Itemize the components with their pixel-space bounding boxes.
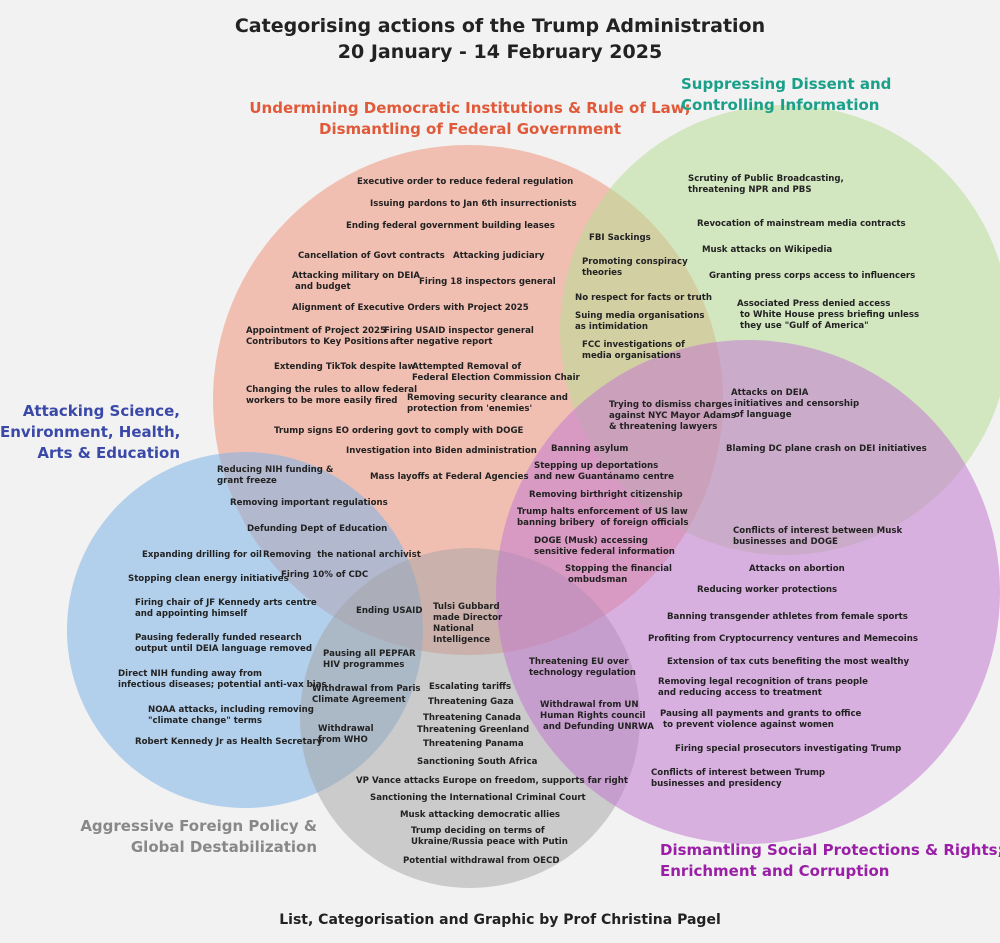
action-item: DOGE (Musk) accessing sensitive federal … — [534, 536, 675, 557]
action-item: FBI Sackings — [589, 233, 651, 243]
action-item: Removing security clearance and protecti… — [407, 393, 568, 414]
diagram-subtitle: 20 January - 14 February 2025 — [337, 41, 663, 63]
action-item: Withdrawal from UN Human Rights council … — [540, 700, 654, 732]
action-item: Revocation of mainstream media contracts — [697, 219, 906, 229]
action-item: Blaming DC plane crash on DEI initiative… — [726, 444, 927, 454]
action-item: Escalating tariffs — [429, 682, 512, 692]
action-item: Mass layoffs at Federal Agencies — [370, 472, 529, 482]
action-item: Tulsi Gubbard made Director National Int… — [433, 602, 503, 645]
action-item: FCC investigations of media organisation… — [582, 340, 685, 361]
action-item: Attacking military on DEIA and budget — [292, 271, 421, 292]
action-item: Trump signs EO ordering govt to comply w… — [274, 426, 524, 436]
diagram-title: Categorising actions of the Trump Admini… — [234, 15, 766, 37]
credit-line: List, Categorisation and Graphic by Prof… — [279, 912, 721, 928]
action-item: Threatening EU over technology regulatio… — [529, 657, 636, 678]
action-item: No respect for facts or truth — [575, 293, 712, 303]
action-item: Attacking judiciary — [453, 251, 545, 261]
action-item: Stopping clean energy initiatives — [128, 574, 289, 584]
action-item: Stopping the financial ombudsman — [565, 564, 672, 585]
action-item: Threatening Gaza — [428, 697, 514, 707]
action-item: Banning asylum — [551, 444, 629, 454]
action-item: Associated Press denied access to White … — [737, 299, 920, 331]
action-item: Investigation into Biden administration — [346, 446, 537, 456]
action-item: Sanctioning the International Criminal C… — [370, 793, 586, 803]
action-item: Musk attacking democratic allies — [400, 810, 561, 820]
action-item: Alignment of Executive Orders with Proje… — [292, 303, 529, 313]
action-item: Ending USAID — [356, 606, 423, 616]
action-item: Promoting conspiracy theories — [582, 257, 688, 278]
action-item: Firing 10% of CDC — [281, 570, 369, 580]
action-item: Trump deciding on terms of Ukraine/Russi… — [411, 826, 568, 847]
action-item: Withdrawal from WHO — [318, 724, 374, 745]
action-item: Removing important regulations — [230, 498, 388, 508]
action-item: Threatening Greenland — [417, 725, 530, 735]
action-item: Extending TikTok despite law — [274, 362, 416, 372]
action-item: NOAA attacks, including removing "climat… — [148, 705, 314, 726]
action-item: Defunding Dept of Education — [247, 524, 388, 534]
action-item: VP Vance attacks Europe on freedom, supp… — [356, 776, 628, 786]
action-item: Musk attacks on Wikipedia — [702, 245, 833, 255]
action-item: Profiting from Cryptocurrency ventures a… — [648, 634, 918, 644]
action-item: Banning transgender athletes from female… — [667, 612, 908, 622]
action-item: Removing birthright citizenship — [529, 490, 683, 500]
action-item: Firing chair of JF Kennedy arts centre a… — [135, 598, 317, 619]
action-item: Attacks on abortion — [749, 564, 845, 574]
category-label-foreign: Aggressive Foreign Policy & Global Desta… — [80, 817, 317, 856]
action-item: Scrutiny of Public Broadcasting, threate… — [688, 174, 844, 195]
action-item: Granting press corps access to influence… — [709, 271, 916, 281]
action-item: Threatening Canada — [423, 713, 522, 723]
action-item: Firing special prosecutors investigating… — [675, 744, 902, 754]
circle-social — [496, 340, 1000, 844]
category-label-social: Dismantling Social Protections & Rights;… — [660, 841, 1000, 880]
action-item: Pausing all PEPFAR HIV programmes — [323, 649, 416, 670]
category-label-institutions: Undermining Democratic Institutions & Ru… — [249, 99, 691, 138]
action-item: Stepping up deportations and new Guantán… — [534, 461, 674, 482]
category-label-dissent: Suppressing Dissent and Controlling Info… — [681, 75, 892, 114]
action-item: Firing 18 inspectors general — [419, 277, 556, 287]
action-item: Attacks on DEIA initiatives and censorsh… — [731, 388, 860, 420]
action-item: Changing the rules to allow federal work… — [246, 385, 418, 406]
action-item: Extension of tax cuts benefiting the mos… — [667, 657, 910, 667]
action-item: Potential withdrawal from OECD — [403, 856, 560, 866]
action-item: Issuing pardons to Jan 6th insurrectioni… — [370, 199, 577, 209]
action-item: Trying to dismiss charges against NYC Ma… — [609, 400, 736, 432]
action-item: Attempted Removal of Federal Election Co… — [412, 362, 580, 383]
action-item: Reducing worker protections — [697, 585, 838, 595]
action-item: Conflicts of interest between Trump busi… — [651, 768, 826, 789]
action-item: Pausing federally funded research output… — [135, 633, 312, 654]
action-item: Removing the national archivist — [263, 550, 421, 560]
action-item: Direct NIH funding away from infectious … — [118, 669, 327, 690]
action-item: Robert Kennedy Jr as Health Secretary — [135, 737, 323, 747]
action-item: Removing legal recognition of trans peop… — [658, 677, 868, 698]
action-item: Sanctioning South Africa — [417, 757, 538, 767]
action-item: Appointment of Project 2025 Contributors… — [246, 326, 389, 347]
action-item: Threatening Panama — [423, 739, 524, 749]
action-item: Conflicts of interest between Musk busin… — [733, 526, 903, 547]
action-item: Executive order to reduce federal regula… — [357, 177, 574, 187]
action-item: Cancellation of Govt contracts — [298, 251, 445, 261]
action-item: Expanding drilling for oil — [142, 550, 262, 560]
action-item: Ending federal government building lease… — [346, 221, 555, 231]
action-item: Trump halts enforcement of US law bannin… — [517, 507, 689, 528]
action-item: Withdrawal from Paris Climate Agreement — [312, 684, 421, 705]
action-item: Reducing NIH funding & grant freeze — [217, 465, 334, 486]
action-item: Suing media organisations as intimidatio… — [575, 311, 705, 332]
category-label-science: Attacking Science, Environment, Health, … — [0, 402, 181, 462]
action-item: Firing USAID inspector general after neg… — [384, 326, 534, 347]
action-item: Pausing all payments and grants to offic… — [660, 709, 862, 730]
